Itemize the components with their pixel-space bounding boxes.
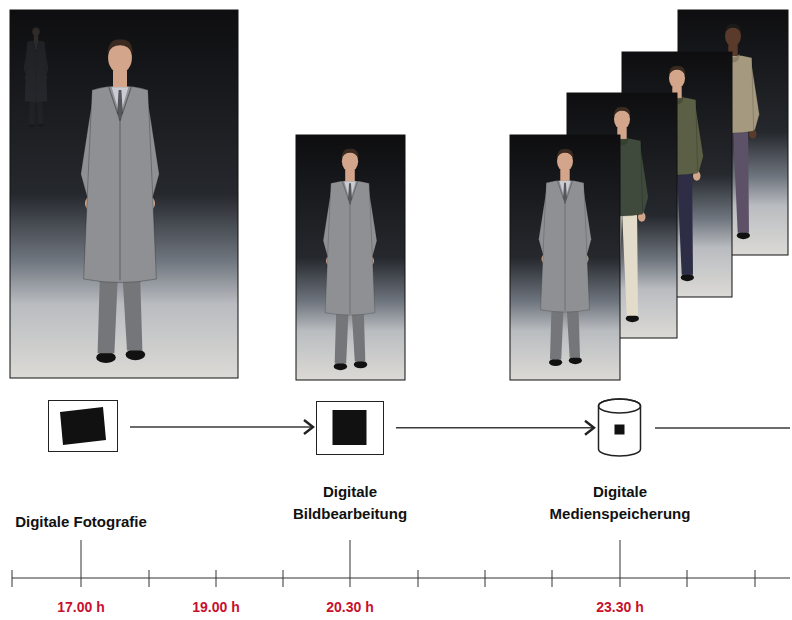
time-label: 17.00 h [57, 598, 104, 616]
step-icon: Digitale Fotografie [48, 400, 118, 452]
photo-glyph [60, 407, 106, 445]
step-icon: Digitale Bildbearbeitung [316, 401, 384, 455]
arrow-line [396, 427, 594, 428]
process-arrow [396, 421, 594, 435]
timeline [12, 540, 790, 587]
runway-photo [510, 135, 620, 380]
cylinder-outline [599, 399, 641, 456]
step-label: Digitale Bildbearbeitung [275, 481, 425, 525]
time-label: 23.30 h [596, 598, 643, 616]
flow-line [655, 427, 790, 428]
arrow-head [585, 421, 594, 435]
image-glyph [333, 410, 367, 445]
step-label: Digitale Medienspeicherung [535, 481, 705, 525]
storage-icon [597, 398, 642, 457]
runway-photo [296, 135, 405, 380]
storage-glyph [615, 425, 625, 435]
runway-photo [10, 10, 238, 378]
cylinder-top [599, 399, 641, 413]
arrow-head [304, 420, 313, 434]
arrow-line [130, 426, 313, 427]
process-arrow [130, 420, 313, 434]
image-icon [317, 402, 383, 454]
time-label: 19.00 h [192, 598, 239, 616]
time-label: 20.30 h [326, 598, 373, 616]
step-label: Digitale Fotografie [15, 511, 147, 533]
step-icon: Digitale Medienspeicherung [597, 398, 642, 457]
photo-icon [49, 401, 117, 451]
